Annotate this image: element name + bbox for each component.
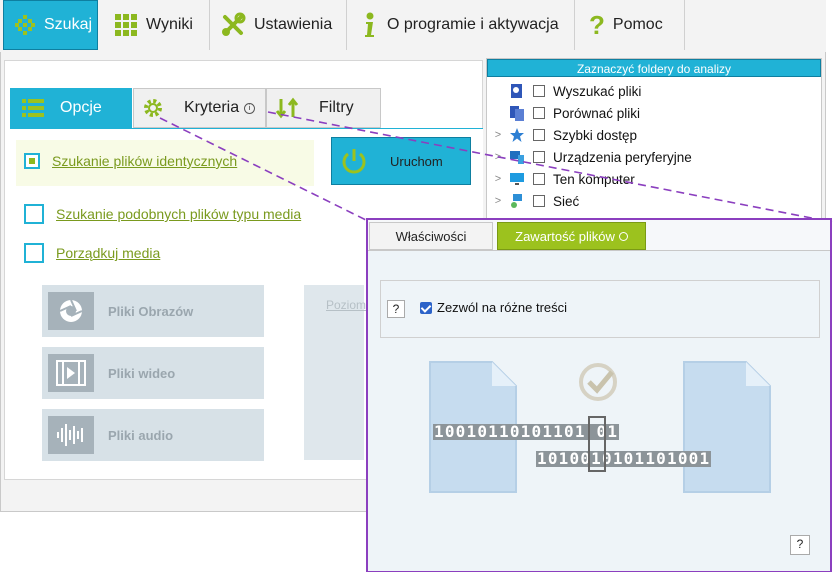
video-files-label: Pliki wideo xyxy=(108,365,176,381)
search-files-icon xyxy=(511,84,522,98)
grid-icon xyxy=(115,14,137,36)
bit-highlight-marker xyxy=(588,416,606,472)
similar-media-checkbox[interactable] xyxy=(24,204,44,224)
options-group xyxy=(380,280,820,338)
settings-label: Ustawienia xyxy=(254,16,333,33)
bit-row-bottom-text: 1010010101101001 xyxy=(536,449,712,468)
tools-icon xyxy=(222,12,246,36)
bit-row-bottom: 1010010101101001 xyxy=(536,451,712,467)
image-files-button[interactable]: Pliki Obrazów xyxy=(42,285,264,337)
folder-checkbox[interactable] xyxy=(533,85,545,97)
help-label: Pomoc xyxy=(612,16,663,33)
audio-files-label: Pliki audio xyxy=(108,427,174,443)
tab-file-content-label: Zawartość plików xyxy=(515,228,615,244)
dialog-help-button[interactable]: ? xyxy=(790,535,810,555)
list-icon xyxy=(22,99,44,117)
help-question-button[interactable]: ? xyxy=(387,300,405,318)
about-button[interactable]: O programie i aktywacja xyxy=(347,0,575,50)
results-label: Wyniki xyxy=(146,16,193,33)
info-circle-icon: i xyxy=(244,102,256,114)
bit-row-top: 10010110101101 01 xyxy=(433,424,620,440)
settings-button[interactable]: Ustawienia xyxy=(210,0,347,50)
tab-criteria-label: Kryteria xyxy=(184,99,240,116)
allow-different-content-option[interactable]: Zezwól na różne treści xyxy=(420,300,567,315)
tab-options[interactable]: Opcje xyxy=(10,88,132,128)
folder-item[interactable]: Wyszukać pliki xyxy=(487,80,641,102)
main-toolbar: Szukaj Wyniki Ustawienia O programie i a… xyxy=(0,0,826,52)
folders-header: Zaznaczyć foldery do analizy xyxy=(487,59,821,77)
organize-media-label: Porządkuj media xyxy=(56,245,161,261)
aperture-icon xyxy=(48,292,94,330)
search-label: Szukaj xyxy=(44,16,93,33)
tab-options-label: Opcje xyxy=(60,99,102,116)
level-label: Poziom xyxy=(326,298,367,312)
image-files-label: Pliki Obrazów xyxy=(108,303,194,319)
results-button[interactable]: Wyniki xyxy=(102,0,210,50)
waveform-icon xyxy=(48,416,94,454)
help-icon: ? xyxy=(589,9,605,40)
bit-row-top-text: 10010110101101 01 xyxy=(433,422,620,441)
search-grid-icon xyxy=(15,15,35,35)
info-circle-icon xyxy=(618,231,628,241)
video-files-button[interactable]: Pliki wideo xyxy=(42,347,264,399)
tab-file-content[interactable]: Zawartość plików xyxy=(497,222,646,250)
info-icon xyxy=(365,12,374,37)
identical-checkbox[interactable] xyxy=(24,153,40,169)
about-label: O programie i aktywacja xyxy=(387,16,559,33)
gear-icon xyxy=(144,99,162,117)
allow-different-checkbox[interactable] xyxy=(420,301,432,314)
organize-media-option[interactable]: Porządkuj media xyxy=(24,243,160,263)
film-icon xyxy=(48,354,94,392)
level-slider-area xyxy=(304,285,364,460)
organize-media-checkbox[interactable] xyxy=(24,243,44,263)
allow-different-label: Zezwól na różne treści xyxy=(437,300,568,315)
check-circle-icon xyxy=(579,363,617,401)
folder-label: Wyszukać pliki xyxy=(553,83,642,99)
help-button[interactable]: ? Pomoc xyxy=(575,0,685,50)
tab-properties[interactable]: Właściwości xyxy=(369,222,493,250)
audio-files-button[interactable]: Pliki audio xyxy=(42,409,264,461)
search-button[interactable]: Szukaj xyxy=(3,0,98,50)
